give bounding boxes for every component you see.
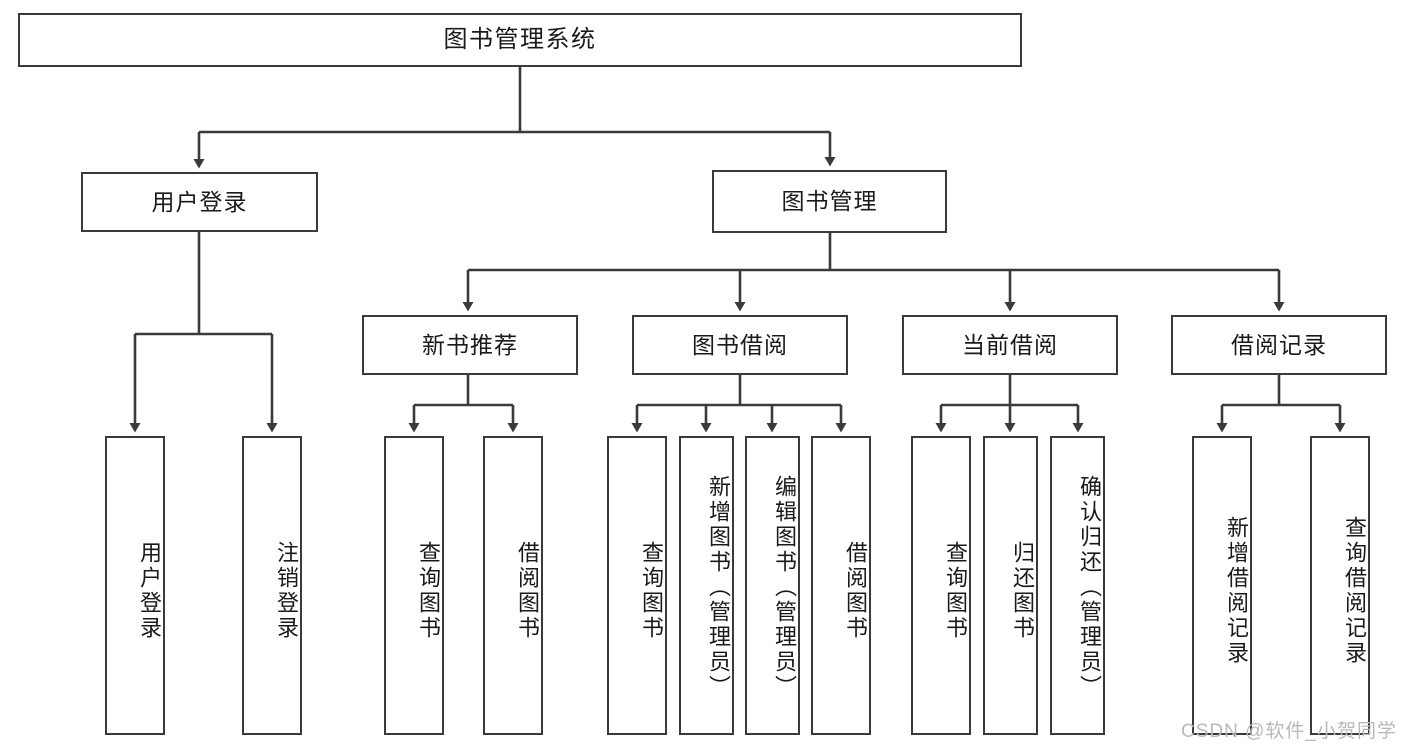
- leaf-edit-book-admin[interactable]: 编辑图书（管理员）: [745, 436, 800, 735]
- leaf-query-book-borrow[interactable]: 查询图书: [607, 436, 667, 735]
- node-label: 借阅图书: [843, 540, 868, 641]
- node-label: 确认归还（管理员）: [1077, 475, 1102, 700]
- node-book-management[interactable]: 图书管理: [712, 170, 947, 233]
- leaf-return-book[interactable]: 归还图书: [983, 436, 1038, 735]
- node-borrow-record[interactable]: 借阅记录: [1171, 315, 1387, 375]
- leaf-add-borrow-record[interactable]: 新增借阅记录: [1192, 436, 1252, 735]
- node-root-system[interactable]: 图书管理系统: [18, 13, 1022, 67]
- node-label: 当前借阅: [962, 331, 1058, 358]
- node-label: 归还图书: [1010, 540, 1035, 641]
- node-label: 查询图书: [943, 540, 968, 641]
- node-label: 用户登录: [137, 540, 162, 641]
- node-label: 查询图书: [639, 540, 664, 641]
- node-label: 新增借阅记录: [1224, 515, 1249, 666]
- leaf-user-login[interactable]: 用户登录: [105, 436, 165, 735]
- node-label: 新增图书（管理员）: [706, 475, 731, 700]
- leaf-query-book-recommend[interactable]: 查询图书: [384, 436, 444, 735]
- leaf-logout-login[interactable]: 注销登录: [242, 436, 302, 735]
- node-user-login[interactable]: 用户登录: [81, 172, 318, 232]
- watermark-text: CSDN @软件_小贺同学: [1181, 721, 1397, 742]
- node-label: 编辑图书（管理员）: [772, 475, 797, 700]
- node-label: 图书管理系统: [443, 26, 597, 53]
- node-label: 图书管理: [781, 188, 878, 215]
- leaf-confirm-return-admin[interactable]: 确认归还（管理员）: [1050, 436, 1105, 735]
- node-new-book-recommend[interactable]: 新书推荐: [362, 315, 578, 375]
- leaf-query-borrow-record[interactable]: 查询借阅记录: [1310, 436, 1370, 735]
- node-label: 新书推荐: [422, 331, 518, 358]
- node-current-borrow[interactable]: 当前借阅: [902, 315, 1118, 375]
- leaf-borrow-book[interactable]: 借阅图书: [811, 436, 871, 735]
- node-label: 查询借阅记录: [1342, 515, 1367, 666]
- leaf-borrow-book-recommend[interactable]: 借阅图书: [483, 436, 543, 735]
- leaf-add-book-admin[interactable]: 新增图书（管理员）: [679, 436, 734, 735]
- node-label: 图书借阅: [692, 331, 788, 358]
- node-label: 借阅图书: [515, 540, 540, 641]
- node-label: 借阅记录: [1231, 331, 1327, 358]
- leaf-query-book-current[interactable]: 查询图书: [911, 436, 971, 735]
- node-label: 用户登录: [151, 188, 248, 215]
- node-label: 查询图书: [416, 540, 441, 641]
- node-book-borrow[interactable]: 图书借阅: [632, 315, 848, 375]
- node-label: 注销登录: [274, 540, 299, 641]
